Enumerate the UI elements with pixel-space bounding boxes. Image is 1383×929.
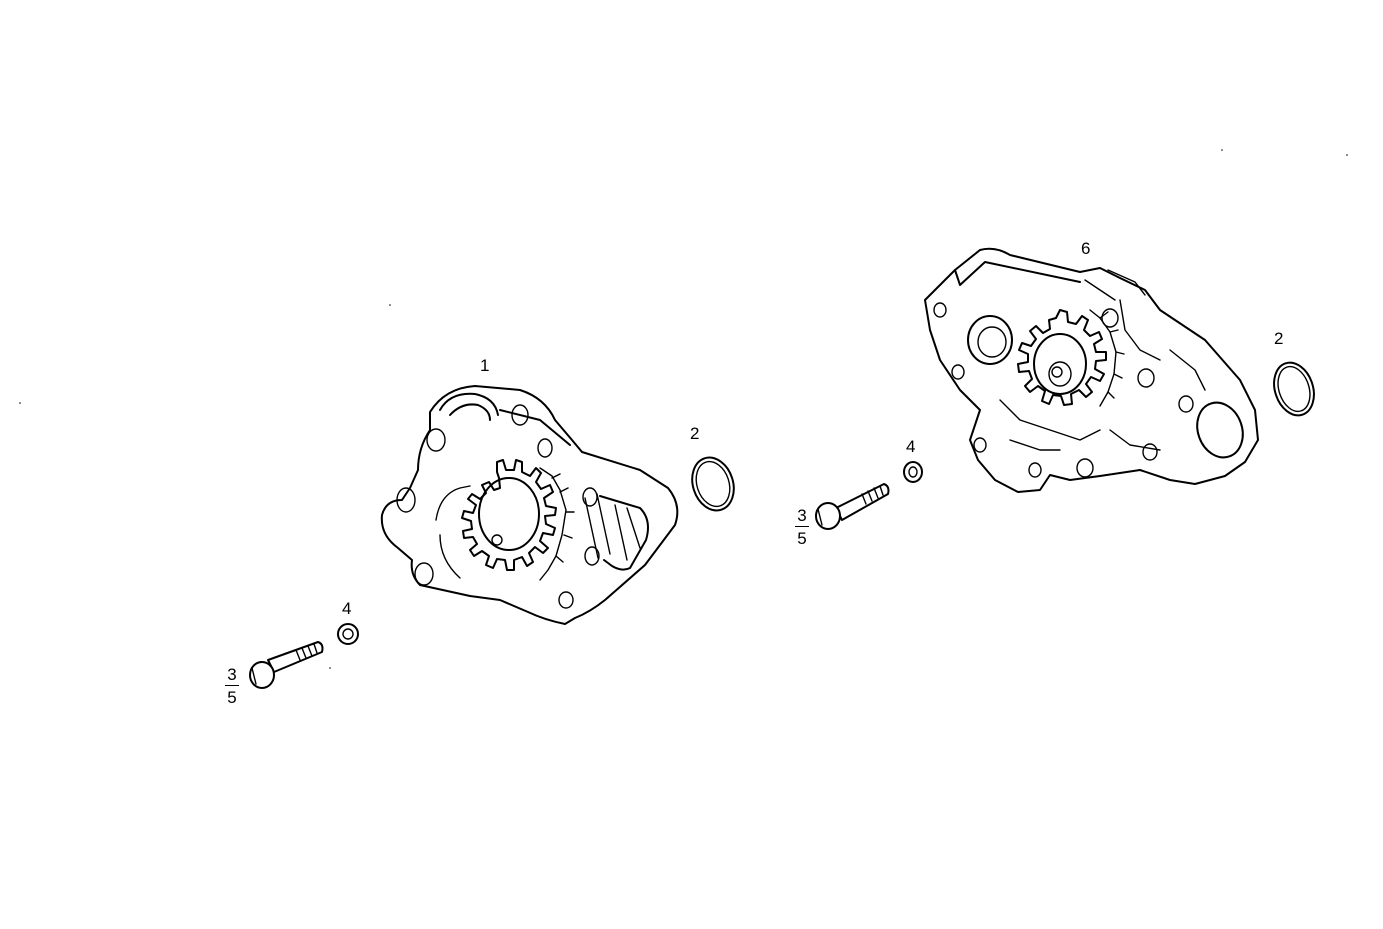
callout-pump-right: 6 (1081, 239, 1091, 258)
callout-bolt-right-bottom: 5 (797, 529, 807, 548)
washer-left (337, 623, 359, 645)
callout-seal-ring-left: 2 (690, 424, 700, 443)
drive-gear-left (461, 459, 557, 571)
callout-seal-ring-right: 2 (1274, 329, 1284, 348)
callout-washer-right: 4 (906, 437, 916, 456)
callout-bolt-left-top: 3 (225, 666, 239, 686)
bolt-right (815, 483, 890, 530)
bolt-left (249, 641, 324, 689)
callout-bolt-right: 3 5 (795, 507, 809, 547)
oil-pump-left (380, 385, 679, 625)
seal-ring-right (1273, 361, 1315, 417)
callout-bolt-left-bottom: 5 (227, 688, 237, 707)
callout-bolt-left: 3 5 (225, 666, 239, 706)
oil-pump-right (924, 247, 1259, 493)
washer-right (903, 461, 923, 483)
callout-bolt-right-top: 3 (795, 507, 809, 527)
seal-ring-left (691, 456, 735, 512)
callout-washer-left: 4 (342, 599, 352, 618)
callout-pump-left: 1 (480, 356, 490, 375)
drive-gear-right (1017, 309, 1107, 406)
